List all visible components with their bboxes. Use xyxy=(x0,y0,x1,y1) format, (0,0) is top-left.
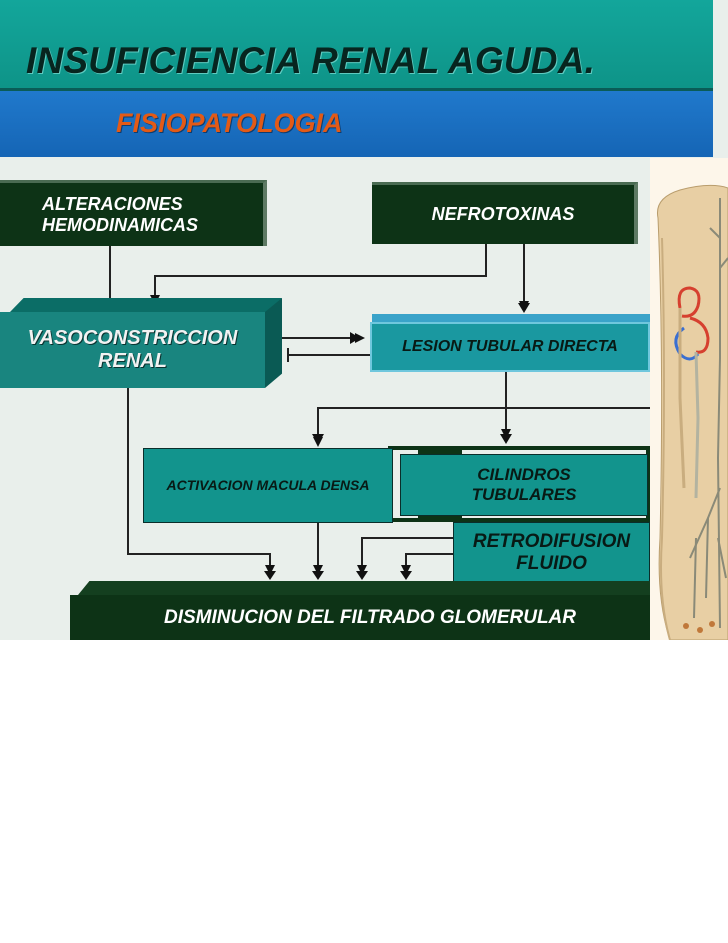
node-vasoconstriccion-label: VASOCONSTRICCION RENAL xyxy=(27,327,238,372)
flow-diagram: ALTERACIONES HEMODINAMICAS NEFROTOXINAS … xyxy=(0,158,650,640)
vaso-bevel-right xyxy=(265,298,282,388)
slide-title: INSUFICIENCIA RENAL AGUDA. xyxy=(26,40,596,81)
node-retrodifusion-label: RETRODIFUSION FLUIDO xyxy=(472,531,631,574)
node-activacion-macula-densa: ACTIVACION MACULA DENSA xyxy=(143,448,393,523)
node-activacion-label: ACTIVACION MACULA DENSA xyxy=(166,477,370,494)
node-cilindros-label: CILINDROS TUBULARES xyxy=(471,465,577,504)
disminucion-bevel xyxy=(78,581,650,595)
node-disminucion-label: DISMINUCION DEL FILTRADO GLOMERULAR xyxy=(164,606,576,628)
node-alteraciones-label: ALTERACIONES HEMODINAMICAS xyxy=(42,193,198,235)
node-nefrotoxinas-label: NEFROTOXINAS xyxy=(431,204,575,225)
slide: INSUFICIENCIA RENAL AGUDA. FISIOPATOLOGI… xyxy=(0,0,728,640)
vaso-bevel-top xyxy=(10,298,282,312)
node-retrodifusion-fluido: RETRODIFUSION FLUIDO xyxy=(453,522,650,584)
nephron-illustration-icon xyxy=(656,184,728,640)
nephron-image-panel xyxy=(650,158,728,640)
node-lesion-tubular-directa: LESION TUBULAR DIRECTA xyxy=(370,322,650,372)
node-nefrotoxinas: NEFROTOXINAS xyxy=(372,182,638,244)
title-bar xyxy=(0,0,713,91)
node-cilindros-tubulares: CILINDROS TUBULARES xyxy=(400,454,648,516)
node-lesion-label: LESION TUBULAR DIRECTA xyxy=(402,337,618,355)
subtitle-bar xyxy=(0,91,713,157)
node-disminucion-filtrado-glomerular: DISMINUCION DEL FILTRADO GLOMERULAR xyxy=(70,595,650,640)
node-vasoconstriccion-renal: VASOCONSTRICCION RENAL xyxy=(0,312,265,388)
slide-subtitle: FISIOPATOLOGIA xyxy=(116,108,343,138)
node-alteraciones-hemodinamicas: ALTERACIONES HEMODINAMICAS xyxy=(0,180,267,246)
